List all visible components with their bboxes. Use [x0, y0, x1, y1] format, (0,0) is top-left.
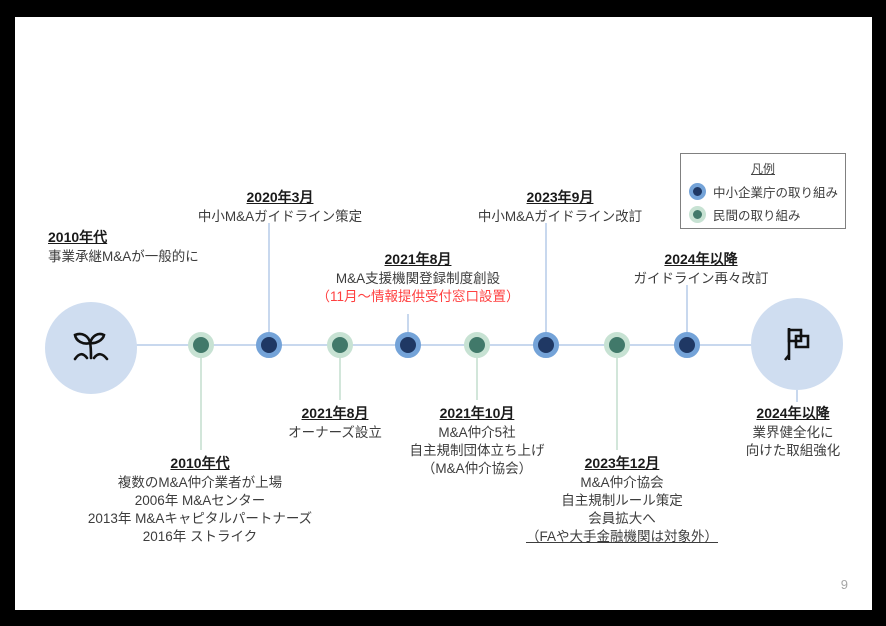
event-year: 2023年9月: [526, 189, 594, 205]
event-year: 2020年3月: [246, 189, 314, 205]
event-line: （M&A仲介協会）: [421, 461, 533, 477]
event-year: 2021年8月: [301, 405, 369, 421]
milestone-dot-2021-10: [464, 332, 490, 358]
legend-title: 凡例: [750, 162, 775, 176]
event-2021-10: 2021年10月 M&A仲介5社 自主規制団体立ち上げ （M&A仲介協会）: [410, 404, 545, 478]
milestone-dot-2021-08-private: [327, 332, 353, 358]
connector-up-2023-09: [545, 223, 547, 345]
event-line: オーナーズ設立: [288, 424, 382, 440]
milestone-dot-2020-03: [256, 332, 282, 358]
event-year: 2010年代: [170, 455, 230, 471]
private-dot-icon: [689, 206, 706, 223]
event-line: 業界健全化に: [752, 424, 834, 440]
event-line: ガイドライン再々改訂: [633, 270, 769, 286]
event-line: 中小M&Aガイドライン策定: [197, 208, 363, 224]
event-line: 2016年 ストライク: [142, 529, 258, 545]
connector-up-2024: [686, 285, 688, 345]
event-2023-09: 2023年9月 中小M&Aガイドライン改訂: [478, 188, 642, 226]
milestone-dot-2010s: [188, 332, 214, 358]
timeline-slide: 凡例 中小企業庁の取り組み 民間の取り組み: [15, 17, 872, 610]
event-line: 会員拡大へ: [588, 511, 656, 527]
end-circle: [751, 298, 843, 390]
flag-icon: [783, 328, 810, 361]
connector-down-2021-10: [476, 346, 478, 400]
event-year: 2024年以降: [664, 251, 738, 267]
event-2021-08-top: 2021年8月 M&A支援機関登録制度創設 （11月～情報提供受付窓口設置）: [316, 250, 519, 306]
connector-down-2024-end: [796, 390, 798, 402]
connector-up-2021-08: [407, 314, 409, 345]
event-line: M&A仲介5社: [438, 424, 516, 440]
event-line: M&A仲介協会: [580, 474, 664, 490]
event-start-2010s: 2010年代 事業承継M&Aが一般的に: [48, 228, 199, 266]
event-line: 自主規制ルール策定: [561, 492, 683, 508]
page-number: 9: [840, 577, 848, 592]
event-line: 向けた取組強化: [745, 442, 841, 458]
event-year: 2024年以降: [756, 405, 830, 421]
legend-item-label: 中小企業庁の取り組み: [713, 186, 839, 200]
connector-up-2020-03: [268, 223, 270, 345]
legend-item-label: 民間の取り組み: [713, 209, 801, 223]
event-line-red: （11月～情報提供受付窓口設置）: [316, 288, 520, 304]
connector-down-2021-08: [339, 346, 341, 400]
event-line: 中小M&Aガイドライン改訂: [477, 208, 643, 224]
event-year: 2023年12月: [584, 455, 660, 471]
event-line: M&A支援機関登録制度創設: [335, 270, 501, 286]
timeline-axis: [130, 344, 756, 346]
event-line: 自主規制団体立ち上げ: [409, 442, 545, 458]
milestone-dot-2023-12: [604, 332, 630, 358]
connector-down-2023-12: [616, 346, 618, 450]
event-line: 複数のM&A仲介業者が上場: [117, 474, 283, 490]
legend-item-private: 民間の取り組み: [689, 205, 837, 224]
seedling-icon: [73, 332, 109, 361]
event-2024-bottom: 2024年以降 業界健全化に 向けた取組強化: [746, 404, 841, 460]
event-line: 2006年 M&Aセンター: [134, 492, 266, 508]
legend-box: 凡例 中小企業庁の取り組み 民間の取り組み: [680, 153, 846, 229]
event-year: 2021年8月: [384, 251, 452, 267]
event-year: 2010年代: [48, 229, 108, 245]
event-2020-03: 2020年3月 中小M&Aガイドライン策定: [198, 188, 362, 226]
event-2021-08-bottom: 2021年8月 オーナーズ設立: [288, 404, 382, 442]
connector-down-2010s: [200, 346, 202, 450]
event-2010s-bottom: 2010年代 複数のM&A仲介業者が上場 2006年 M&Aセンター 2013年…: [88, 454, 312, 546]
event-year: 2021年10月: [439, 405, 515, 421]
event-line-underlined: （FAや大手金融機関は対象外）: [525, 529, 719, 545]
milestone-dot-2023-09: [533, 332, 559, 358]
agency-dot-icon: [689, 183, 706, 200]
event-2023-12: 2023年12月 M&A仲介協会 自主規制ルール策定 会員拡大へ （FAや大手金…: [526, 454, 718, 546]
event-2024-top: 2024年以降 ガイドライン再々改訂: [634, 250, 769, 288]
legend-item-agency: 中小企業庁の取り組み: [689, 182, 839, 201]
event-line: 2013年 M&Aキャピタルパートナーズ: [87, 511, 313, 527]
milestone-dot-2024: [674, 332, 700, 358]
milestone-dot-2021-08-agency: [395, 332, 421, 358]
start-circle: [45, 302, 137, 394]
event-line: 事業承継M&Aが一般的に: [48, 248, 199, 264]
